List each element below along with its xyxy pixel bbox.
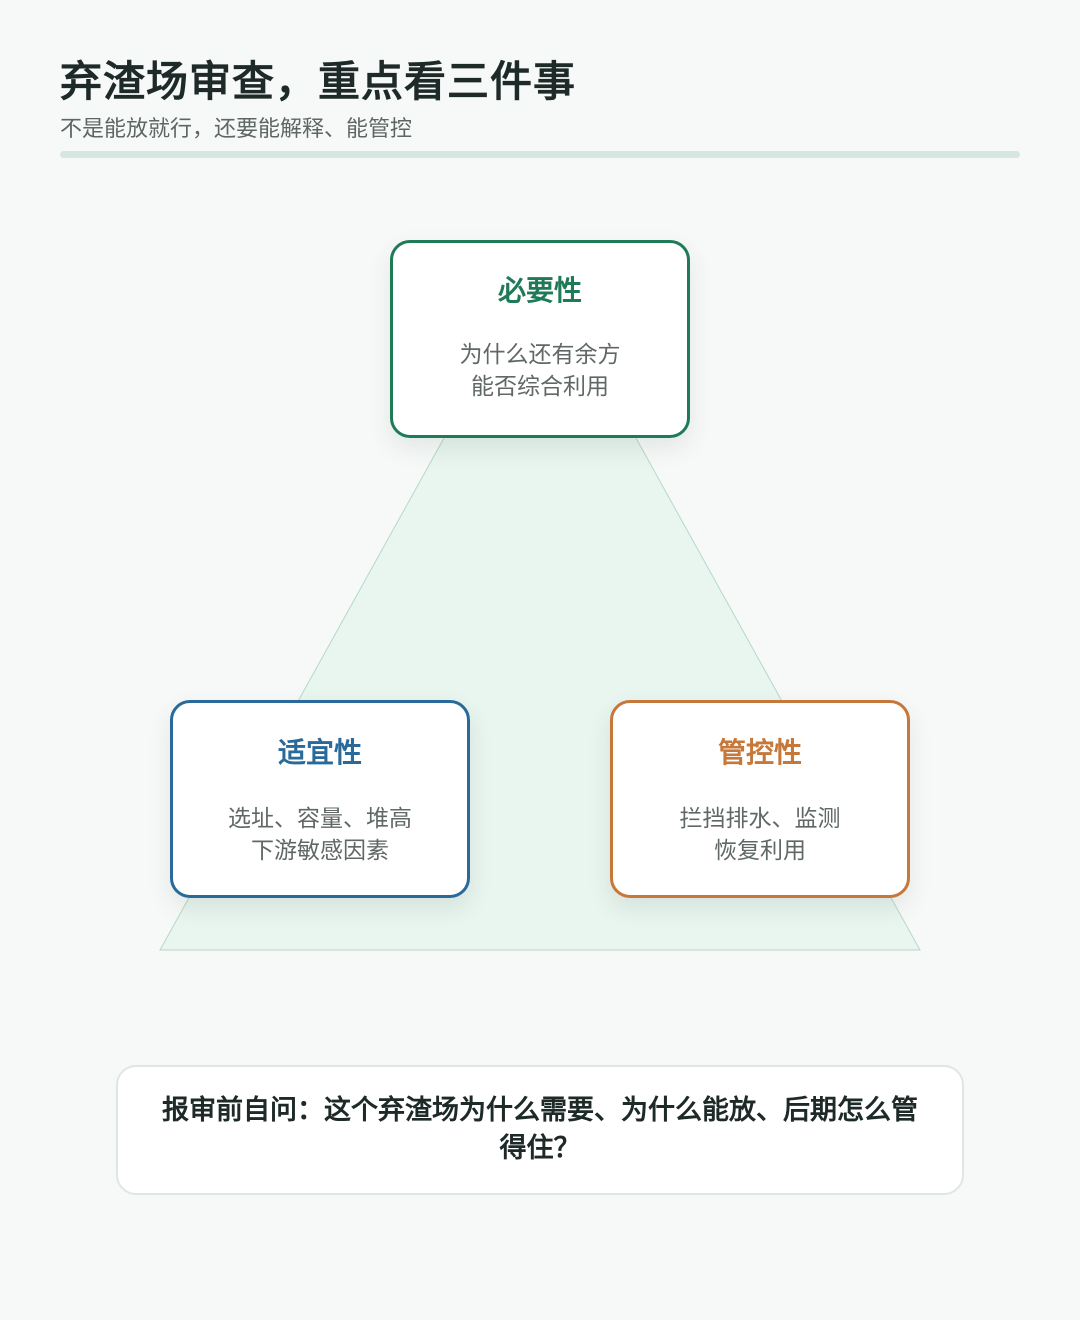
page-title: 弃渣场审查，重点看三件事 (60, 57, 577, 106)
controllability-card-title: 管控性 (717, 736, 802, 769)
controllability-card-body: 拦挡排水、监测 恢复利用 (613, 803, 907, 867)
controllability-card-line-1: 拦挡排水、监测 (679, 806, 841, 832)
page-subtitle: 不是能放就行，还要能解释、能管控 (60, 117, 413, 142)
suitability-card-title: 适宜性 (277, 736, 362, 769)
necessity-card-body: 为什么还有余方 能否综合利用 (393, 339, 687, 403)
necessity-card-line-1: 为什么还有余方 (459, 342, 621, 368)
self-check-question: 报审前自问：这个弃渣场为什么需要、为什么能放、后期怎么管得住？ (162, 1095, 918, 1164)
suitability-card-body: 选址、容量、堆高 下游敏感因素 (173, 803, 467, 867)
self-check-question-box: 报审前自问：这个弃渣场为什么需要、为什么能放、后期怎么管得住？ (116, 1065, 964, 1195)
suitability-card-line-1: 选址、容量、堆高 (228, 806, 412, 832)
necessity-card-title: 必要性 (497, 274, 582, 307)
controllability-card-line-2: 恢复利用 (714, 838, 806, 864)
title-divider (60, 151, 1020, 158)
necessity-card-line-2: 能否综合利用 (471, 374, 609, 400)
necessity-card: 必要性 为什么还有余方 能否综合利用 (390, 240, 690, 438)
controllability-card: 管控性 拦挡排水、监测 恢复利用 (610, 700, 910, 898)
suitability-card-line-2: 下游敏感因素 (251, 838, 389, 864)
suitability-card: 适宜性 选址、容量、堆高 下游敏感因素 (170, 700, 470, 898)
